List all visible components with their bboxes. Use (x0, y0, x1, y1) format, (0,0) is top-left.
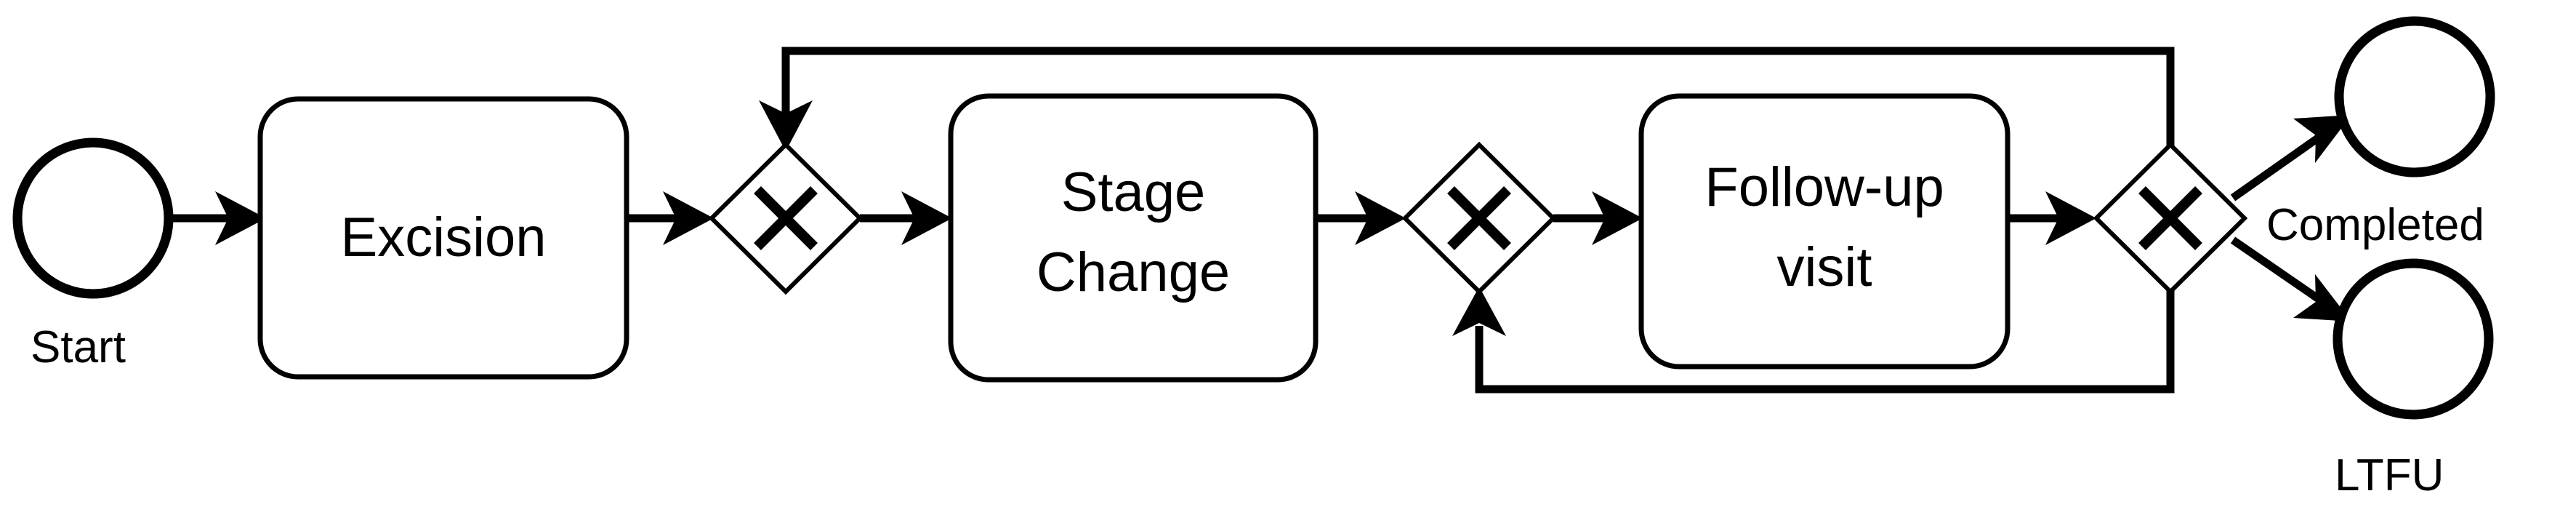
end-event-ltfu-circle (2333, 258, 2494, 420)
edge-stage-change-to-gw2-arrowhead (1355, 191, 1406, 245)
edge-gw3-to-completed-arrowhead (2293, 115, 2351, 163)
edge-gw3-to-completed[interactable] (2230, 115, 2351, 201)
gateway-3-exclusive[interactable] (2093, 141, 2248, 295)
edge-start-to-excision[interactable] (169, 191, 266, 245)
task-stage-change[interactable]: Stage Change (948, 93, 1319, 383)
edge-gw3-to-gw2-path (1475, 290, 2175, 394)
edge-gw3-to-ltfu[interactable] (2230, 236, 2351, 322)
task-followup-visit[interactable]: Follow-up visit (1638, 93, 2011, 370)
task-stage-change-label-line1: Stage (1061, 161, 1206, 223)
task-excision-label: Excision (341, 207, 547, 268)
gateway-1-x-marker (754, 186, 818, 250)
edge-start-to-excision-arrowhead (215, 191, 266, 245)
end-event-ltfu[interactable] (2333, 258, 2494, 420)
edge-gw3-to-ltfu-path (2230, 236, 2329, 308)
start-event[interactable] (12, 137, 174, 299)
edge-gw2-to-followup-arrowhead (1592, 191, 1643, 245)
task-followup-visit-label-line1: Follow-up (1704, 156, 1944, 218)
edge-gw3-to-gw2-loop[interactable] (1452, 287, 2175, 394)
edge-gw3-to-completed-path (2230, 129, 2329, 201)
edge-gw3-to-gw1-path (781, 47, 2175, 148)
task-followup-visit-rect (1638, 93, 2011, 370)
edge-followup-to-gw3-arrowhead (2045, 191, 2096, 245)
gateway-1-exclusive[interactable] (708, 141, 864, 295)
gateway-2-exclusive[interactable] (1401, 141, 1557, 295)
edge-gw3-to-gw1-arrowhead (759, 100, 813, 151)
end-event-ltfu-label: LTFU (2335, 450, 2444, 500)
edge-followup-to-gw3[interactable] (2008, 191, 2096, 245)
edge-stage-change-to-gw2[interactable] (1316, 191, 1406, 245)
task-stage-change-label-line2: Change (1037, 241, 1230, 303)
end-event-completed-label: Completed (2266, 200, 2484, 250)
edge-gw1-to-stage-change-arrowhead (901, 191, 952, 245)
end-event-completed[interactable] (2334, 16, 2495, 177)
gateway-3-x-marker (2138, 186, 2202, 250)
task-stage-change-rect (948, 93, 1319, 383)
edge-gw3-to-gw2-arrowhead (1452, 287, 1506, 336)
start-event-label: Start (31, 322, 126, 372)
edge-gw3-to-ltfu-arrowhead (2293, 274, 2351, 322)
start-event-circle (12, 137, 174, 299)
edge-excision-to-gw1-arrowhead (663, 191, 714, 245)
edge-excision-to-gw1[interactable] (627, 191, 714, 245)
end-event-completed-circle (2334, 16, 2495, 177)
edge-gw3-to-gw1-loop[interactable] (759, 47, 2175, 151)
task-followup-visit-label-line2: visit (1777, 236, 1872, 298)
task-excision-rect (257, 96, 629, 380)
gateway-2-x-marker (1447, 186, 1511, 250)
edge-gw1-to-stage-change[interactable] (860, 191, 952, 245)
task-excision[interactable]: Excision (257, 96, 629, 380)
edge-gw2-to-followup[interactable] (1553, 191, 1643, 245)
